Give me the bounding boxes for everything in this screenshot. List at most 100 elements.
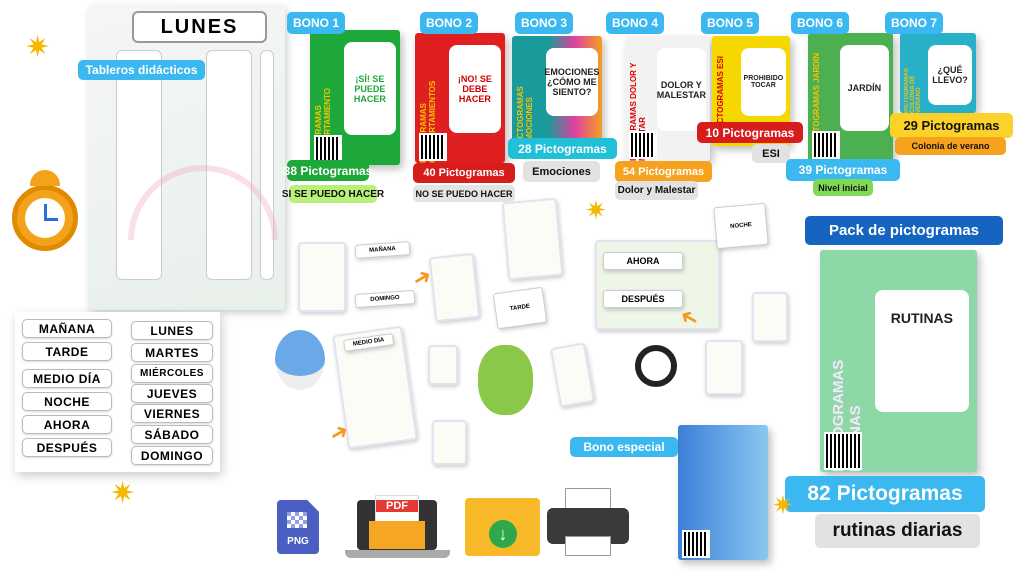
day-card: MARTES — [131, 343, 213, 362]
time-card: MEDIO DÍA — [22, 369, 112, 388]
bono-3-subtitle: Emociones — [523, 161, 600, 182]
qr-code — [824, 432, 862, 470]
bono-7-count: 29 Pictogramas — [890, 113, 1013, 138]
collage-card: NOCHE — [713, 202, 769, 250]
box-side-label: PICTOGRAMAS COLONIA DE VERANO — [904, 68, 922, 113]
collage-card: AHORA — [603, 252, 683, 270]
weekly-board: LUNES — [88, 5, 285, 310]
collage-sheet — [428, 252, 481, 323]
qr-code — [629, 131, 657, 159]
time-card: NOCHE — [22, 392, 112, 411]
collage-sheet — [432, 420, 467, 465]
box-side-label: PICTOGRAMAS JARDÍN — [812, 53, 821, 145]
day-card: SÁBADO — [131, 425, 213, 444]
bono-badge: BONO 1 — [287, 12, 346, 34]
dinosaur-icon — [478, 345, 533, 415]
qr-code — [314, 135, 342, 163]
bono-5-count: 10 Pictogramas — [697, 122, 803, 143]
pack-label: Pack de pictogramas — [805, 216, 1003, 245]
bono-6-count: 39 Pictogramas — [786, 159, 900, 181]
day-card: VIERNES — [131, 404, 213, 423]
collage-card: TARDE — [492, 286, 548, 330]
folder-download-icon: ↓ — [465, 498, 540, 556]
star-doodle-icon: ✷ — [772, 490, 794, 520]
panda-icon — [635, 345, 677, 387]
bono-3-count: 28 Pictogramas — [508, 138, 617, 159]
collage-card: MEDIO DÍA — [343, 333, 395, 352]
star-doodle-icon: ✷ — [110, 477, 136, 510]
bono-4-box: PICTOGRAMAS DOLOR Y MALESTARDOLOR Y MALE… — [625, 36, 710, 161]
board-column — [260, 50, 274, 280]
pack-count: 82 Pictogramas — [785, 476, 985, 512]
collage-sheet — [705, 340, 743, 395]
box-face-label: PROHIBIDO TOCAR — [740, 48, 786, 116]
box-side-label: PICTOGRAMAS ESI — [716, 56, 725, 131]
png-label: PNG — [287, 536, 309, 547]
bono-5-subtitle: ESI — [752, 144, 790, 163]
qr-code — [682, 530, 710, 558]
box-face-label: JARDÍN — [839, 45, 889, 131]
box-face-label: EMOCIONES ¿CÓMO ME SIENTO? — [544, 48, 599, 116]
bono-4-subtitle: Dolor y Malestar — [615, 181, 698, 200]
bono-badge: BONO 3 — [515, 12, 574, 34]
bono-3-box: PICTOGRAMAS EMOCIONES EMOCIONES ¿CÓMO ME … — [512, 36, 602, 146]
bono-2-subtitle: NO SE PUEDO HACER — [413, 185, 515, 202]
collage-sheet — [428, 345, 458, 385]
day-card: DOMINGO — [131, 446, 213, 465]
bono-1-box: PICTOGRAMAS COMPORTAMIENTO¡SÍ! SE PUEDE … — [310, 30, 400, 165]
star-doodle-icon: ✷ — [585, 195, 607, 225]
collage-sheet — [298, 242, 346, 312]
time-card: TARDE — [22, 342, 112, 361]
bono-badge: BONO 5 — [701, 12, 760, 34]
time-card: MAÑANA — [22, 319, 112, 338]
bono-2-count: 40 Pictogramas — [413, 163, 515, 183]
collage-sheet — [752, 292, 788, 342]
collage-card: DESPUÉS — [603, 290, 683, 308]
day-card: LUNES — [131, 321, 213, 340]
printer-icon — [547, 488, 629, 558]
bono-badge: BONO 2 — [420, 12, 479, 34]
day-card: MIÉRCOLES — [131, 364, 213, 383]
day-card: JUEVES — [131, 384, 213, 403]
bono-badge: BONO 6 — [791, 12, 850, 34]
time-card: AHORA — [22, 415, 112, 434]
collage-sheet — [550, 342, 595, 408]
board-column — [116, 50, 162, 280]
routine-board: AHORA DESPUÉS — [595, 240, 720, 330]
qr-code — [419, 133, 447, 161]
box-face-label: ¡NO! SE DEBE HACER — [448, 45, 501, 133]
bono-7-subtitle: Colonia de verano — [895, 137, 1006, 155]
qr-code — [812, 131, 840, 159]
collage-sheet — [501, 197, 564, 281]
dinosaur-egg-icon — [275, 330, 325, 390]
time-card: DESPUÉS — [22, 438, 112, 457]
bono-1-count: 38 Pictogramas — [284, 160, 372, 181]
alarm-clock-icon — [12, 185, 78, 251]
png-file-icon: PNG — [277, 500, 319, 554]
board-label: Tableros didácticos — [78, 60, 205, 80]
bono-6-box: PICTOGRAMAS JARDÍN JARDÍN — [808, 33, 893, 161]
collage-card: MAÑANA — [354, 241, 411, 259]
box-side-label: PICTOGRAMAS EMOCIONES — [516, 86, 534, 146]
bono-1-subtitle: SI SE PUEDO HACER — [282, 185, 384, 203]
bono-7-box: PICTOGRAMAS COLONIA DE VERANO ¿QUÉ LLEVO? — [900, 33, 976, 113]
bono-6-subtitle: Nivel inicial — [813, 179, 873, 196]
box-face-label: ¿QUÉ LLEVO? — [927, 45, 972, 105]
alarm-clock-bell-icon — [30, 170, 60, 186]
bono-badge: BONO 7 — [885, 12, 944, 34]
board-title: LUNES — [132, 11, 267, 43]
box-face-label: RUTINAS — [874, 290, 969, 412]
box-face-label: ¡SÍ! SE PUEDE HACER — [343, 42, 396, 135]
pack-subtitle: rutinas diarias — [815, 514, 980, 548]
pdf-label: PDF — [376, 500, 418, 512]
star-doodle-icon: ✷ — [25, 31, 51, 64]
special-bono-box — [678, 425, 768, 560]
bono-4-count: 54 Pictogramas — [615, 161, 712, 182]
box-face-label: DOLOR Y MALESTAR — [657, 48, 706, 131]
special-bono-label: Bono especial — [570, 437, 678, 457]
bono-2-box: PICTOGRAMAS COMPORTAMIENTOS¡NO! SE DEBE … — [415, 33, 505, 163]
bono-badge: BONO 4 — [606, 12, 665, 34]
rutinas-box: PICTOGRAMAS RUTINAS RUTINAS — [820, 250, 977, 472]
collage-card: DOMINGO — [354, 289, 416, 309]
pdf-laptop-icon: PDF — [345, 495, 450, 560]
